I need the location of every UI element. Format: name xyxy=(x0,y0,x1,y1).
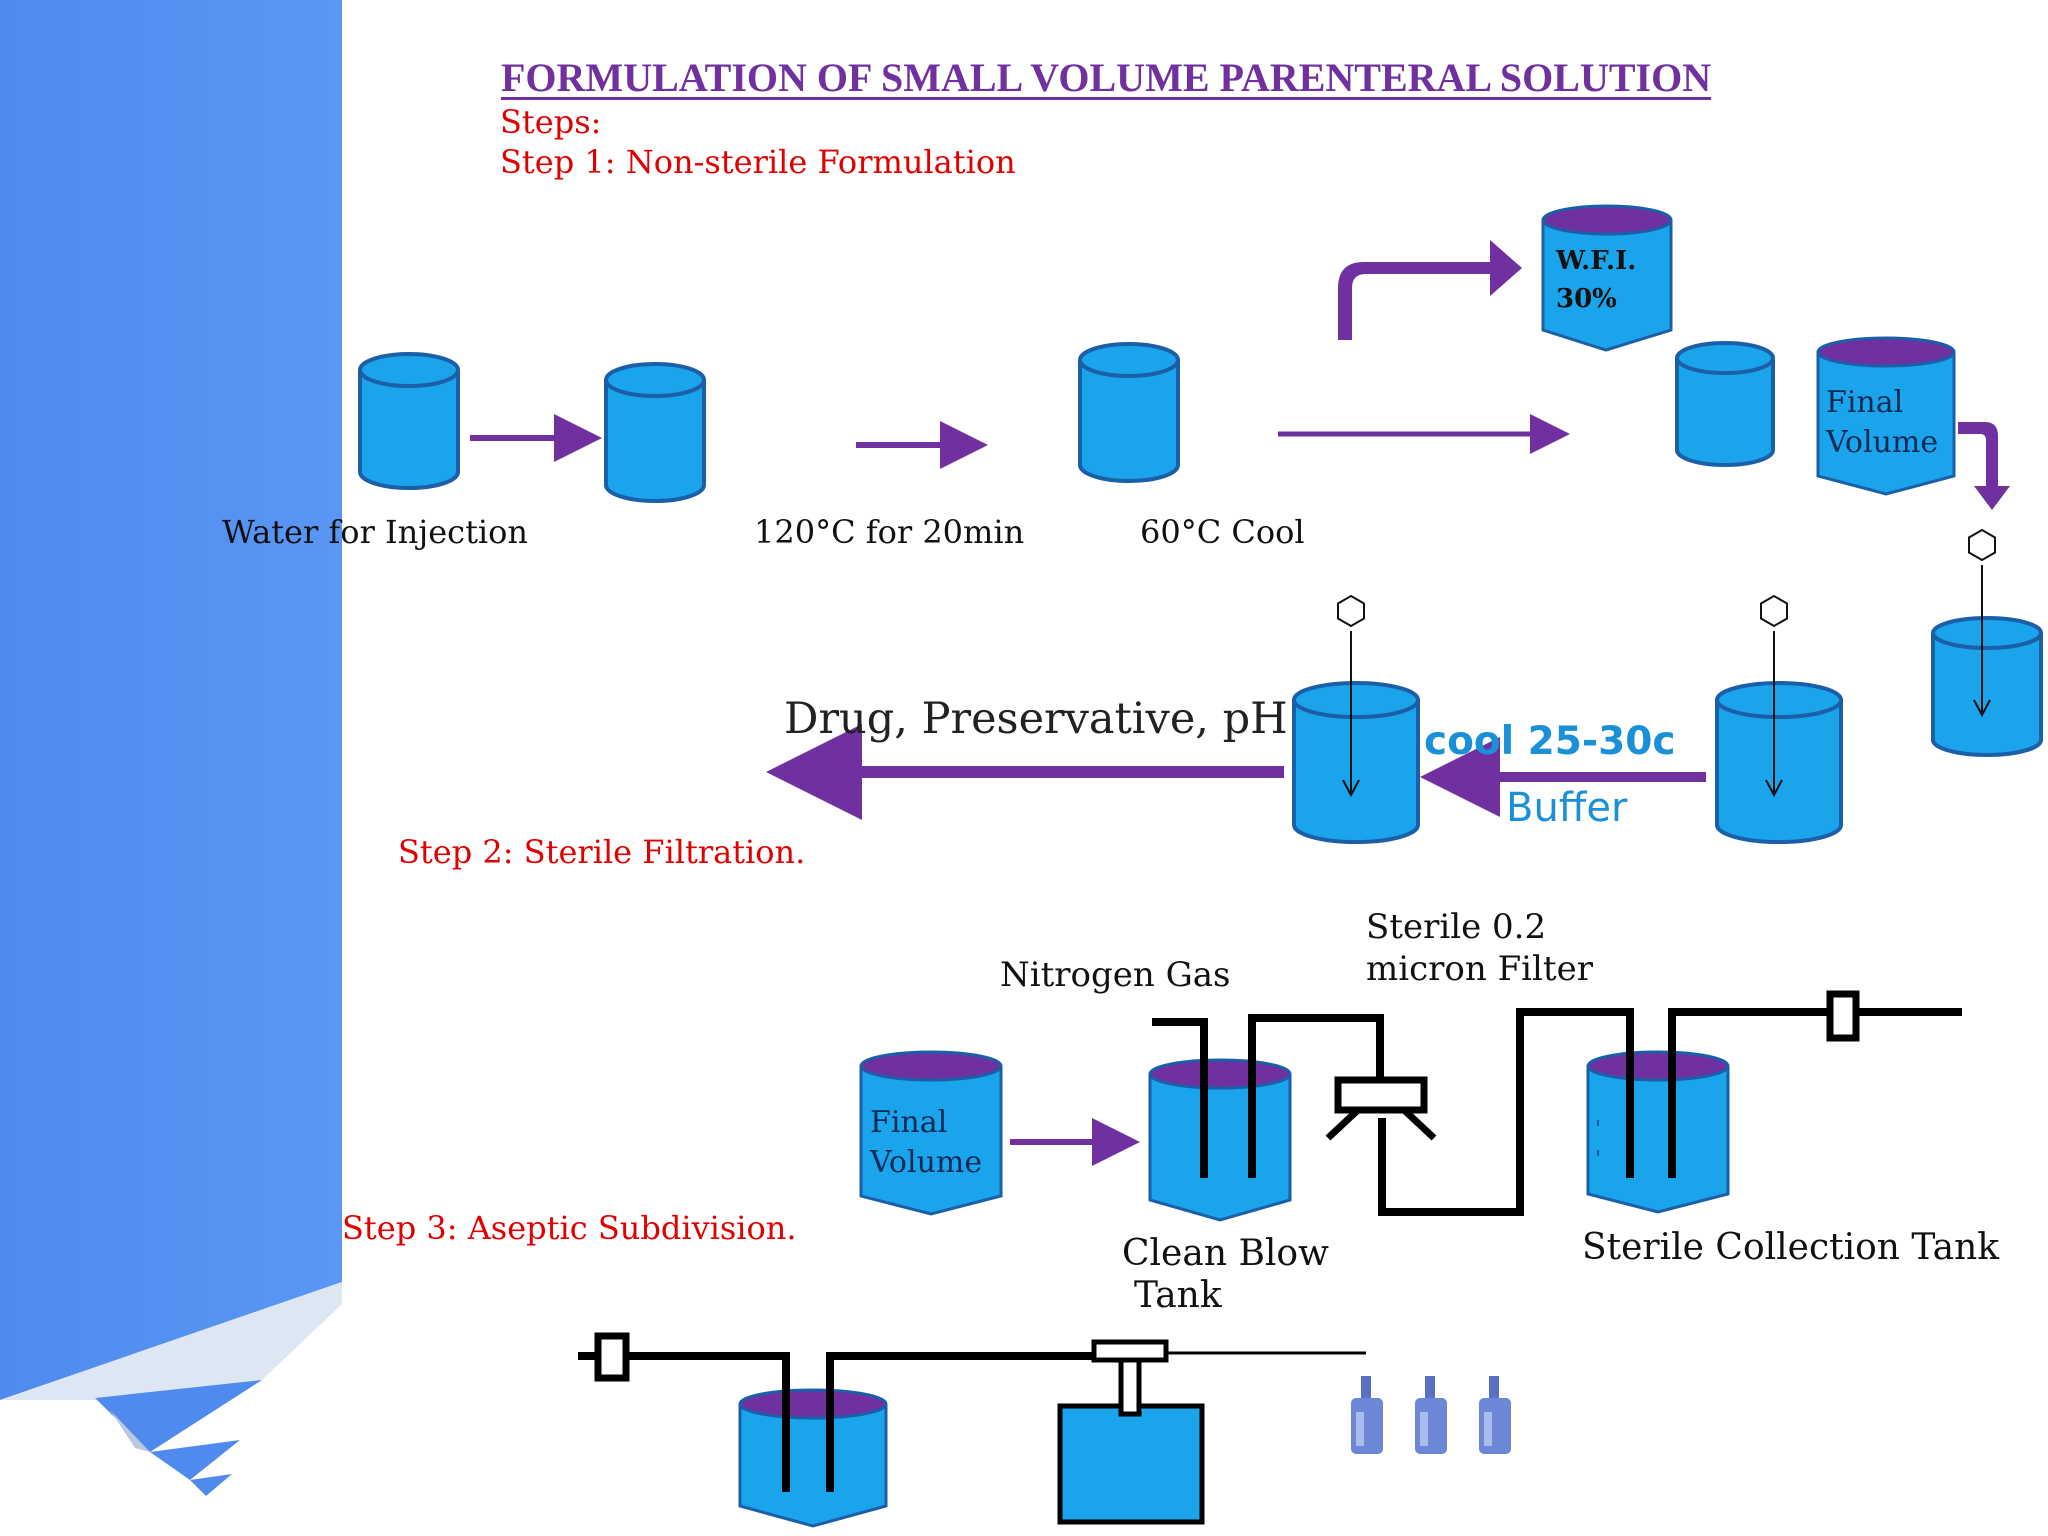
valve-step3 xyxy=(594,1332,630,1382)
filter-label-2: micron Filter xyxy=(1366,949,1593,989)
final-volume-2-label-2: Volume xyxy=(870,1145,983,1180)
water-label: Water for Injection xyxy=(222,513,529,551)
collection-tank-label: Sterile Collection Tank xyxy=(1582,1227,2000,1268)
mixer-tank-right xyxy=(1931,528,2043,757)
collection-pipes xyxy=(1200,1050,1676,1178)
final-volume-label-1: Final xyxy=(1826,385,1904,420)
tank-final-volume xyxy=(1816,336,1956,496)
filter-label-1: Sterile 0.2 xyxy=(1366,907,1547,947)
filling-machine xyxy=(1057,1339,1205,1525)
clean-blow-tank xyxy=(1148,1058,1292,1222)
heat-label: 120°C for 20min xyxy=(754,513,1025,551)
vial-3 xyxy=(1479,1376,1511,1454)
piping-step3 xyxy=(578,1351,1366,1492)
tank-water-1 xyxy=(358,352,460,490)
tank-wfi xyxy=(1541,204,1673,352)
valve-step2 xyxy=(1826,990,1860,1042)
mixer-tank-left xyxy=(1292,594,1420,844)
step3-tank xyxy=(738,1388,888,1528)
nitrogen-label: Nitrogen Gas xyxy=(1000,955,1231,995)
drug-label: Drug, Preservative, pH xyxy=(784,694,1288,744)
blow-tank-label-1: Clean Blow xyxy=(1122,1233,1329,1274)
arrow-down-right xyxy=(1958,422,2010,510)
final-volume-2-label-1: Final xyxy=(870,1105,948,1140)
mixer-tank-middle xyxy=(1715,594,1843,844)
tank-heated xyxy=(1078,342,1180,483)
sterile-collection-tank xyxy=(1586,1050,1730,1214)
tank-water-2 xyxy=(604,362,706,503)
vial-2 xyxy=(1415,1376,1447,1454)
step2-label: Step 2: Sterile Filtration. xyxy=(398,833,806,871)
vial-1 xyxy=(1351,1376,1383,1454)
buffer-label: Buffer xyxy=(1506,785,1628,831)
tank-final-volume-2 xyxy=(859,1050,1003,1216)
cool-label: 60°C Cool xyxy=(1140,513,1305,551)
wfi-label-2: 30% xyxy=(1556,284,1617,314)
left-banner xyxy=(0,0,342,1496)
final-volume-label-2: Volume xyxy=(1826,425,1939,460)
tank-cooled xyxy=(1675,341,1775,467)
arrow-to-wfi xyxy=(1338,240,1522,340)
sterile-filter xyxy=(1325,1076,1437,1141)
cool-range-label: cool 25-30c xyxy=(1424,719,1676,764)
vials xyxy=(1351,1376,1511,1454)
steps-heading: Steps: xyxy=(500,103,602,141)
step3-label: Step 3: Aseptic Subdivision. xyxy=(342,1209,797,1247)
blow-tank-label-2: Tank xyxy=(1134,1275,1222,1316)
step1-label: Step 1: Non-sterile Formulation xyxy=(500,143,1016,181)
page-title: FORMULATION OF SMALL VOLUME PARENTERAL S… xyxy=(501,55,1712,100)
wfi-label-1: W.F.I. xyxy=(1556,246,1637,276)
